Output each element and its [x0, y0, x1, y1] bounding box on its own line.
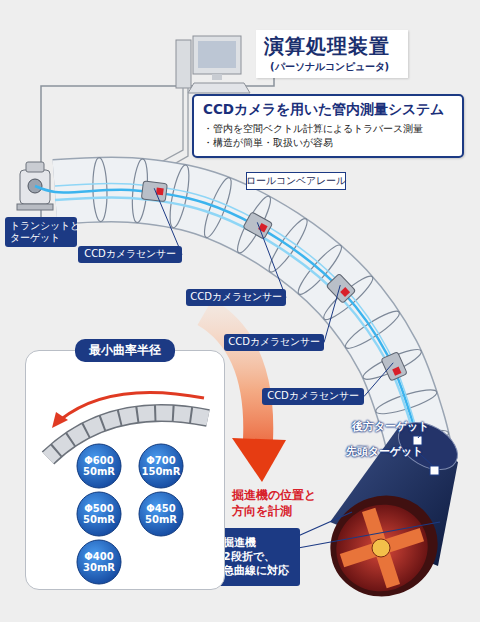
computer-box: 演算処理装置(パーソナルコンピュータ) — [256, 30, 408, 78]
measurement-note: 掘進機の位置と 方向を計測 — [232, 488, 328, 519]
ccd-sensor — [326, 273, 356, 303]
ccd-sensor — [381, 352, 407, 381]
pipe-ring — [342, 306, 403, 353]
pipe-ring — [92, 158, 108, 222]
cutter-hub — [372, 539, 390, 557]
radius-panel: 最小曲率半径Φ600 50mRΦ700 150mRΦ500 50mRΦ450 5… — [25, 350, 225, 590]
pc-keyboard — [188, 83, 250, 93]
pipe-ring — [294, 241, 346, 299]
transit-base — [17, 204, 53, 210]
circle-shape — [77, 540, 121, 584]
transit-top — [26, 162, 44, 172]
pc-screen — [198, 41, 236, 68]
cable — [160, 88, 188, 172]
node-body: (パーソナルコンピュータ) — [264, 60, 400, 74]
mini-arrow — [60, 392, 204, 420]
pipe-ring — [320, 272, 377, 325]
pipe-ring — [200, 175, 236, 240]
sensor-label-box: CCDカメラセンサー — [186, 289, 286, 306]
node-heading: トランシットと ターゲット — [10, 220, 72, 245]
node-heading: CCDカメラを用いた管内測量システム — [203, 101, 453, 119]
rear-target — [413, 436, 422, 445]
leader-line — [324, 285, 340, 342]
pipe-ring — [264, 215, 312, 276]
node-heading: 最小曲率半径 — [75, 339, 175, 362]
ccd-sensor — [243, 212, 273, 239]
node-heading: CCDカメラセンサー — [190, 291, 282, 304]
node-heading: Φ700 150mR — [138, 455, 184, 478]
sensor-lens — [258, 223, 268, 233]
target-label: 後方ターゲット — [352, 419, 442, 434]
pipe-ring — [360, 345, 424, 385]
diameter-circle: Φ400 30mR — [76, 539, 122, 585]
sensor-lens — [392, 367, 401, 376]
diameter-circle: Φ700 150mR — [138, 443, 184, 489]
pipe-ring — [233, 193, 276, 256]
ccd-sensor — [141, 181, 167, 202]
machine-body — [330, 428, 458, 566]
cutter-spoke — [362, 508, 400, 588]
front-target — [430, 466, 439, 475]
system-box: CCDカメラを用いた管内測量システム・管内を空間ベクトル計算によるトラバース測量… — [192, 94, 464, 158]
machine-note-box: 掘進機 2段折で、 急曲線に対応 — [218, 528, 300, 586]
node-heading: 演算処理装置 — [264, 33, 400, 60]
pipe-ring — [130, 158, 150, 223]
sensor-lens — [340, 287, 350, 297]
mini-tunnel-outline — [48, 413, 208, 458]
bracket-line — [298, 512, 352, 536]
leader-line — [257, 222, 286, 297]
boring-machine — [317, 413, 466, 611]
transit-instrument — [17, 162, 53, 210]
circle-shape — [139, 444, 183, 488]
transit-lens — [28, 179, 42, 193]
bracket-line — [298, 522, 440, 548]
sensor-lens — [156, 188, 164, 196]
node-heading: Φ500 50mR — [76, 503, 122, 526]
pc-stand — [212, 74, 222, 80]
mini-tunnel — [48, 413, 208, 458]
target-label: 先頭ターゲット — [346, 444, 436, 459]
sensor-label-box: CCDカメラセンサー — [262, 388, 364, 405]
node-heading: Φ600 50mR — [76, 455, 122, 478]
cable — [150, 88, 183, 168]
sensor-label-box: CCDカメラセンサー — [224, 334, 324, 351]
node-heading: CCDカメラセンサー — [84, 248, 176, 261]
leader-line — [154, 188, 182, 254]
mini-arrow-head — [52, 412, 68, 428]
diameter-circle: Φ450 50mR — [138, 491, 184, 537]
circle-shape — [77, 444, 121, 488]
transit-label-box: トランシットと ターゲット — [5, 217, 77, 247]
node-heading: ロールコンベアレール — [246, 174, 346, 188]
node-heading: 掘進機 2段折で、 急曲線に対応 — [223, 536, 295, 577]
node-body: ・管内を空間ベクトル計算によるトラバース測量 — [203, 122, 453, 136]
circle-shape — [77, 492, 121, 536]
pc-monitor — [193, 36, 241, 74]
circle-shape — [139, 492, 183, 536]
node-heading: CCDカメラセンサー — [228, 336, 320, 349]
sensor-body — [243, 212, 273, 239]
node-heading: Φ450 50mR — [138, 503, 184, 526]
sensor-body — [141, 181, 167, 202]
pipe-ring — [374, 385, 439, 418]
computer-icon — [176, 36, 250, 93]
leader-line — [364, 363, 393, 397]
node-body: ・構造が簡単・取扱いが容易 — [203, 136, 453, 150]
node-heading: CCDカメラセンサー — [267, 390, 359, 403]
transit-body — [20, 170, 50, 204]
direction-arrow-head — [232, 438, 286, 482]
pc-tower — [176, 40, 191, 88]
node-heading: Φ400 30mR — [76, 551, 122, 574]
diameter-circle: Φ500 50mR — [76, 491, 122, 537]
cutter-face — [325, 493, 439, 603]
sensor-body — [381, 352, 407, 381]
pipe-ring — [166, 164, 193, 230]
diameter-circle: Φ600 50mR — [76, 443, 122, 489]
cutter-spoke — [340, 528, 424, 567]
sensor-label-box: CCDカメラセンサー — [78, 246, 182, 263]
rail-label-box: ロールコンベアレール — [246, 172, 346, 190]
cutter-rim — [317, 482, 451, 610]
sensor-body — [326, 273, 356, 303]
